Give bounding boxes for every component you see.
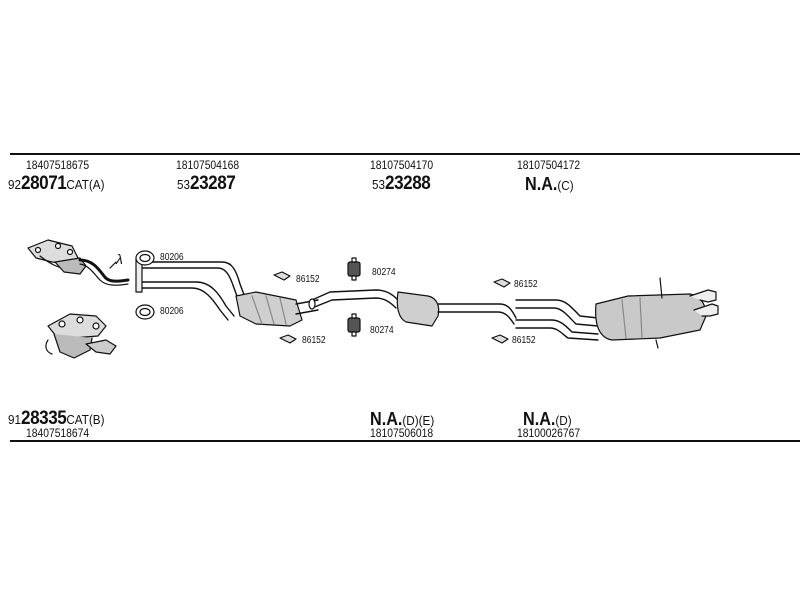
tag-bracket-top: 80274 xyxy=(372,267,396,278)
tag-clamp1-top: 86152 xyxy=(296,274,320,285)
top-part-number-1: 9228071CAT(A) xyxy=(8,173,105,194)
top-part-number-3: 5323288 xyxy=(372,173,431,194)
tag-ring-top: 80206 xyxy=(160,252,184,263)
top-oe-number-4: 18107504172 xyxy=(517,158,581,172)
tag-clamp1-bottom: 86152 xyxy=(302,335,326,346)
gasket-ring-bottom-icon xyxy=(135,304,155,320)
bottom-oe-number-2: 18107506018 xyxy=(370,426,434,440)
clamp-icon xyxy=(273,271,511,344)
tag-ring-bottom: 80206 xyxy=(160,306,184,317)
front-pipe-icon xyxy=(135,257,319,327)
tag-clamp2-top: 86152 xyxy=(514,279,538,290)
intermediate-pipe-icon xyxy=(308,289,517,327)
rear-silencer-icon xyxy=(515,277,719,349)
top-oe-number-2: 18107504168 xyxy=(176,158,240,172)
top-part-number-4: N.A.(C) xyxy=(525,174,574,194)
top-part-number-2: 5323287 xyxy=(177,173,236,194)
gasket-ring-top-icon xyxy=(135,250,155,266)
top-rule xyxy=(10,153,800,155)
bottom-part-number-2: N.A.(D)(E) xyxy=(370,409,435,429)
bottom-part-number-3: N.A.(D) xyxy=(523,409,572,429)
bottom-oe-number-3: 18100026767 xyxy=(517,426,581,440)
exhaust-manifold-b-icon xyxy=(45,313,117,359)
bottom-part-number-1: 9128335CAT(B) xyxy=(8,408,105,429)
bottom-rule xyxy=(10,440,800,442)
tag-bracket-bottom: 80274 xyxy=(370,325,394,336)
exhaust-manifold-a-icon xyxy=(27,239,130,286)
tag-clamp2-bottom: 86152 xyxy=(512,335,536,346)
top-oe-number-3: 18107504170 xyxy=(370,158,434,172)
lambda-sensor-label: λ xyxy=(116,251,123,267)
bottom-oe-number-1: 18407518674 xyxy=(26,426,90,440)
rubber-bracket-icon xyxy=(347,257,361,337)
top-oe-number-1: 18407518675 xyxy=(26,158,90,172)
